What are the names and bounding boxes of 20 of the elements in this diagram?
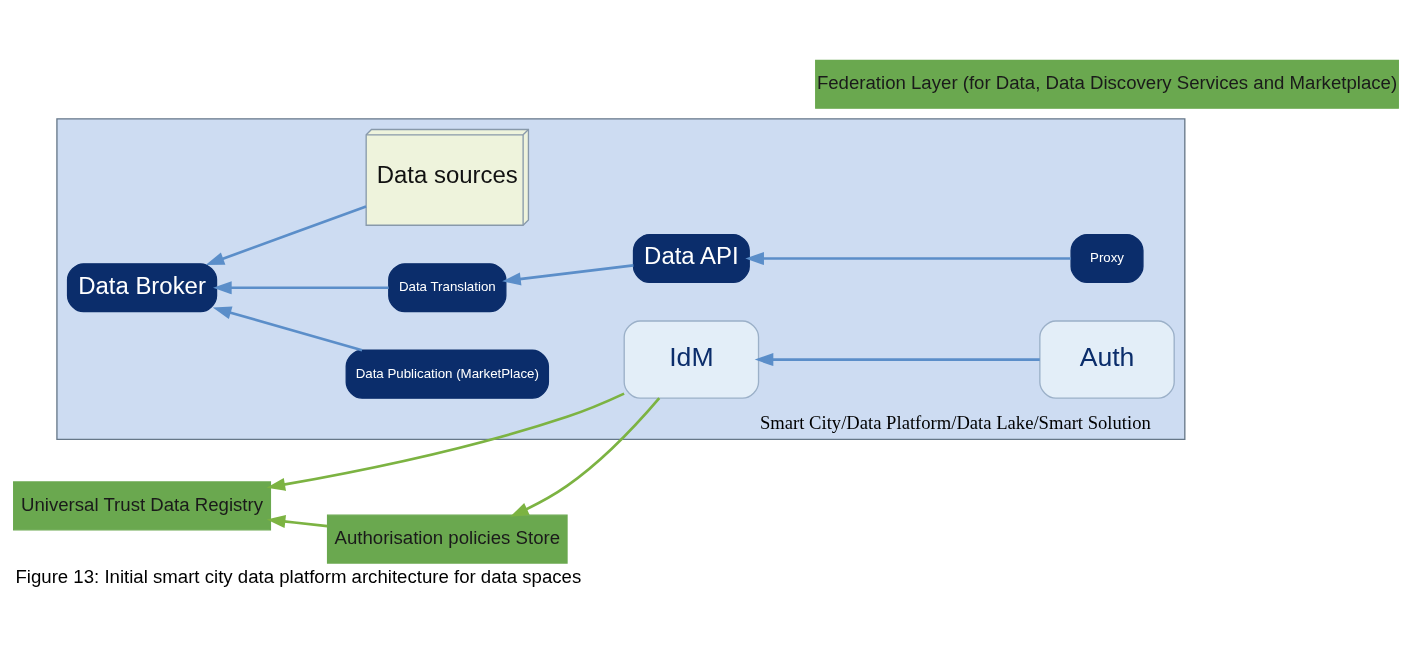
arrow bbox=[205, 204, 367, 265]
arrow bbox=[754, 352, 1040, 366]
node-box: Authorisation policies Store bbox=[326, 514, 568, 564]
node-box: IdM bbox=[623, 319, 760, 399]
node-box: Data API bbox=[632, 233, 750, 283]
node-box: Proxy bbox=[1070, 233, 1144, 283]
arrow bbox=[745, 251, 1071, 265]
caption: Figure 13: Initial smart city data platform architecture for data spaces bbox=[15, 565, 582, 587]
arrow bbox=[212, 305, 363, 352]
node-box: Auth bbox=[1039, 319, 1175, 399]
arrow bbox=[502, 263, 634, 285]
arrow bbox=[510, 396, 661, 517]
node-box: Data Broker bbox=[66, 262, 218, 312]
arrow bbox=[266, 514, 328, 528]
node-box: Federation Layer (for Data, Data Discovery Services and Marketplace) bbox=[815, 59, 1399, 109]
node-box: Universal Trust Data Registry bbox=[13, 480, 272, 530]
node-box: Data Publication (MarketPlace) bbox=[345, 349, 550, 399]
node-box: Data Translation bbox=[388, 262, 507, 312]
arrow bbox=[213, 280, 389, 294]
arrow bbox=[266, 391, 625, 491]
